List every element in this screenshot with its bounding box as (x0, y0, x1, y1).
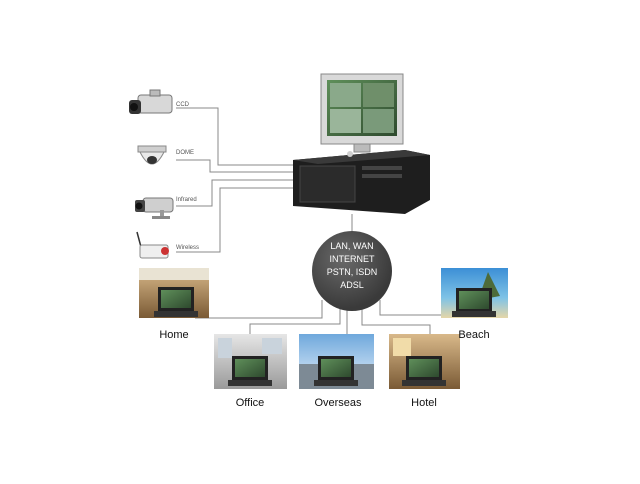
dome-label: DOME (176, 150, 194, 156)
wireless-camera-icon (136, 231, 169, 259)
dome-wire (176, 159, 293, 173)
camera-wiring (176, 107, 293, 253)
overseas-photo (299, 334, 374, 389)
office-label: Office (235, 397, 265, 409)
ccd-wire (176, 107, 293, 166)
dvr-server-icon (293, 150, 430, 214)
network-bubble: LAN, WAN INTERNET PSTN, ISDN ADSL (312, 231, 392, 311)
home-photo (139, 268, 209, 318)
infrared-camera-icon (135, 197, 174, 219)
wireless-label: Wireless (176, 245, 200, 251)
network-pstn-isdn: PSTN, ISDN (326, 267, 378, 277)
beach-photo (441, 268, 508, 318)
office-photo (214, 334, 287, 389)
office-wire (249, 308, 341, 340)
network-internet: INTERNET (329, 254, 375, 264)
beach-label: Beach (458, 329, 490, 341)
ccd-label: CCD (176, 102, 189, 108)
infrared-wire (176, 179, 293, 207)
dome-camera-icon (137, 145, 167, 165)
home-wire (195, 300, 323, 319)
network-lan-wan: LAN, WAN (330, 241, 374, 251)
wireless-wire (176, 187, 293, 253)
ccd-camera-icon (129, 89, 173, 114)
home-label: Home (159, 329, 189, 341)
network-adsl: ADSL (340, 280, 364, 290)
hotel-wire (361, 308, 431, 340)
monitor-icon (320, 73, 404, 153)
hotel-photo (389, 334, 460, 389)
overseas-label: Overseas (314, 397, 362, 409)
infrared-label: Infrared (176, 197, 197, 203)
hotel-label: Hotel (411, 397, 437, 409)
location-wiring (195, 300, 450, 340)
beach-wire (379, 300, 450, 316)
